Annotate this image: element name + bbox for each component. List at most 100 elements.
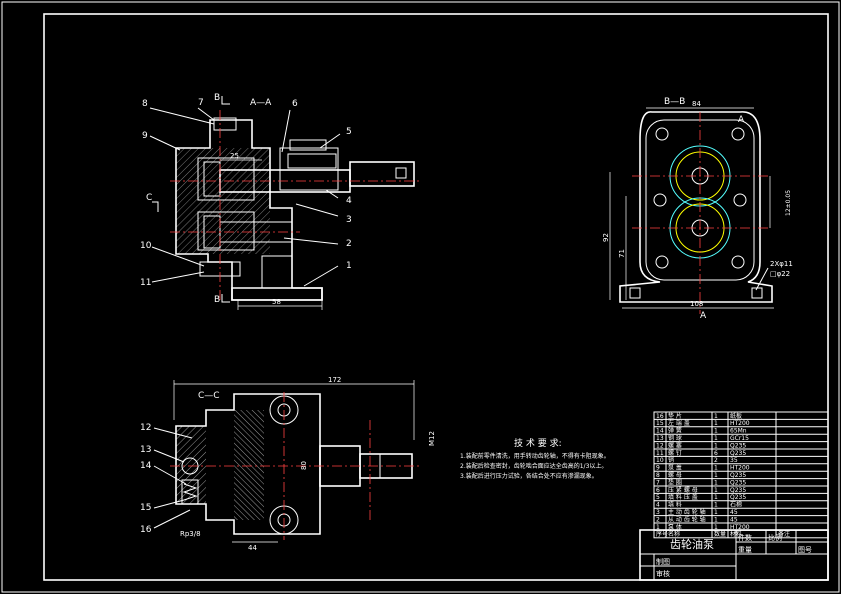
bom-row-9-material: HT200	[730, 465, 750, 472]
callout-4: 4	[346, 196, 352, 206]
bom-row-2-material: 45	[730, 516, 738, 523]
bom-row-9-no: 9	[656, 465, 660, 472]
dim-71: 71	[618, 249, 626, 258]
bom-row-2-name: 从 动 齿 轮 轴	[668, 515, 706, 523]
bom-row-1-name: 泵 体	[668, 523, 682, 531]
bom-row-5-qty: 1	[714, 494, 718, 501]
bom-row-3-name: 主 动 齿 轮 轴	[668, 508, 706, 516]
bom-row-2-qty: 1	[714, 516, 718, 523]
bom-row-10-qty: 2	[714, 457, 718, 464]
bom-row-14-name: 弹 簧	[668, 427, 682, 435]
bom-row-12-qty: 1	[714, 442, 718, 449]
bom-row-9-qty: 1	[714, 465, 718, 472]
callout-9: 9	[142, 131, 148, 141]
title-name: 齿轮油泵	[670, 537, 714, 551]
bom-row-7-qty: 1	[714, 479, 718, 486]
title-checked: 审核	[656, 569, 670, 578]
callout-11: 11	[140, 278, 151, 288]
callout-7: 7	[198, 98, 204, 108]
bom-row-6-qty: 1	[714, 487, 718, 494]
view-aa: A—A B B C	[140, 93, 420, 310]
dim-84: 84	[692, 100, 701, 108]
dim-92: 92	[602, 233, 610, 242]
title-drawing-no: 图号	[798, 546, 812, 554]
callout-3: 3	[346, 215, 352, 225]
callout-12: 12	[140, 423, 151, 433]
bom-row-9-name: 泵 盖	[668, 464, 682, 472]
inner-frame	[43, 13, 829, 581]
bom-row-11-no: 11	[656, 450, 664, 457]
bom-row-10-material: 35	[730, 457, 738, 464]
tech-req-line-1: 1.装配前零件清洗，用手转动齿轮轴，不得有卡阻现象。	[460, 452, 610, 460]
title-scale: 比例	[768, 533, 782, 542]
bom-row-16-material: 纸板	[730, 412, 742, 420]
tech-req-title: 技 术 要 求:	[514, 437, 562, 449]
marker-b-top: B	[214, 93, 220, 103]
bom-row-12-name: 螺 塞	[668, 441, 682, 449]
bom-row-16-name: 垫 片	[668, 412, 682, 420]
bom-row-6-no: 6	[656, 487, 660, 494]
callout-5: 5	[346, 127, 352, 137]
callout-2: 2	[346, 239, 352, 249]
bom-row-8-no: 8	[656, 472, 660, 479]
bom-row-11-name: 螺 钉	[668, 449, 682, 457]
bom-row-4-material: 石棉	[730, 501, 742, 509]
dim-80: 80	[300, 461, 308, 470]
tech-req-line-3: 3.装配后进行压力试验，各结合处不应有渗漏现象。	[460, 472, 598, 480]
bom-row-13-no: 13	[656, 435, 664, 442]
bom-row-10-no: 10	[656, 457, 664, 464]
dim-phi22: □φ22	[770, 270, 790, 278]
dim-58: 58	[272, 298, 281, 306]
view-bb: B—B 84 92 71 108 12±0.05 2Xφ11	[602, 97, 793, 321]
dim-172: 172	[328, 376, 341, 384]
bom-row-11-material: Q235	[730, 450, 746, 457]
bom-row-8-material: Q235	[730, 472, 746, 479]
title-block: 齿轮油泵 比例 件数 重量 图号 制图 审核	[639, 529, 829, 581]
bom-row-13-qty: 1	[714, 435, 718, 442]
bom-row-15-material: HT200	[730, 420, 750, 427]
bom-row-1-no: 1	[656, 524, 660, 531]
dim-2x11: 2Xφ11	[770, 260, 793, 268]
bom-row-7-name: 垫 圈	[668, 478, 682, 486]
tech-requirements: 技 术 要 求: 1.装配前零件清洗，用手转动齿轮轴，不得有卡阻现象。 2.装配…	[460, 437, 610, 480]
bom-row-7-material: Q235	[730, 479, 746, 486]
bom-row-1-material: HT200	[730, 524, 750, 531]
view-cc-label: C—C	[198, 391, 220, 401]
view-bb-label: B—B	[664, 97, 685, 107]
bom-row-5-material: Q235	[730, 494, 746, 501]
callout-10: 10	[140, 241, 152, 251]
bom-row-4-qty: 1	[714, 502, 718, 509]
bom-row-14-no: 14	[656, 428, 664, 435]
bom-row-11-qty: 6	[714, 450, 718, 457]
bom-row-8-name: 螺 母	[668, 471, 682, 479]
callout-1: 1	[346, 261, 352, 271]
bom-row-14-material: 65Mn	[730, 428, 747, 435]
dim-12: 12±0.05	[785, 190, 792, 216]
dim-108: 108	[690, 300, 703, 308]
bom-header-remark: 备注	[778, 530, 790, 538]
bom-row-3-material: 45	[730, 509, 738, 516]
marker-b-bottom: B	[214, 295, 220, 305]
bom-row-14-qty: 1	[714, 428, 718, 435]
bom-row-4-name: 填 料	[668, 501, 682, 509]
dim-m12: M12	[428, 431, 436, 446]
callout-16: 16	[140, 525, 152, 535]
callout-13: 13	[140, 445, 151, 455]
bom-row-16-qty: 1	[714, 413, 718, 420]
bom-row-2-no: 2	[656, 516, 660, 523]
bom-row-13-name: 钢 球	[668, 434, 682, 442]
marker-a-top: A	[738, 115, 745, 125]
dim-25: 25	[230, 152, 239, 160]
callout-6: 6	[292, 99, 298, 109]
bom-row-3-qty: 1	[714, 509, 718, 516]
marker-c-left: C	[146, 193, 152, 203]
bom-row-12-no: 12	[656, 442, 664, 449]
bom-row-8-qty: 1	[714, 472, 718, 479]
dim-rp: Rp3/8	[180, 530, 201, 538]
bom-row-15-name: 左 端 盖	[668, 419, 690, 427]
callout-15: 15	[140, 503, 151, 513]
bom-row-13-material: GCr15	[730, 435, 749, 442]
bom-row-12-material: Q235	[730, 442, 746, 449]
